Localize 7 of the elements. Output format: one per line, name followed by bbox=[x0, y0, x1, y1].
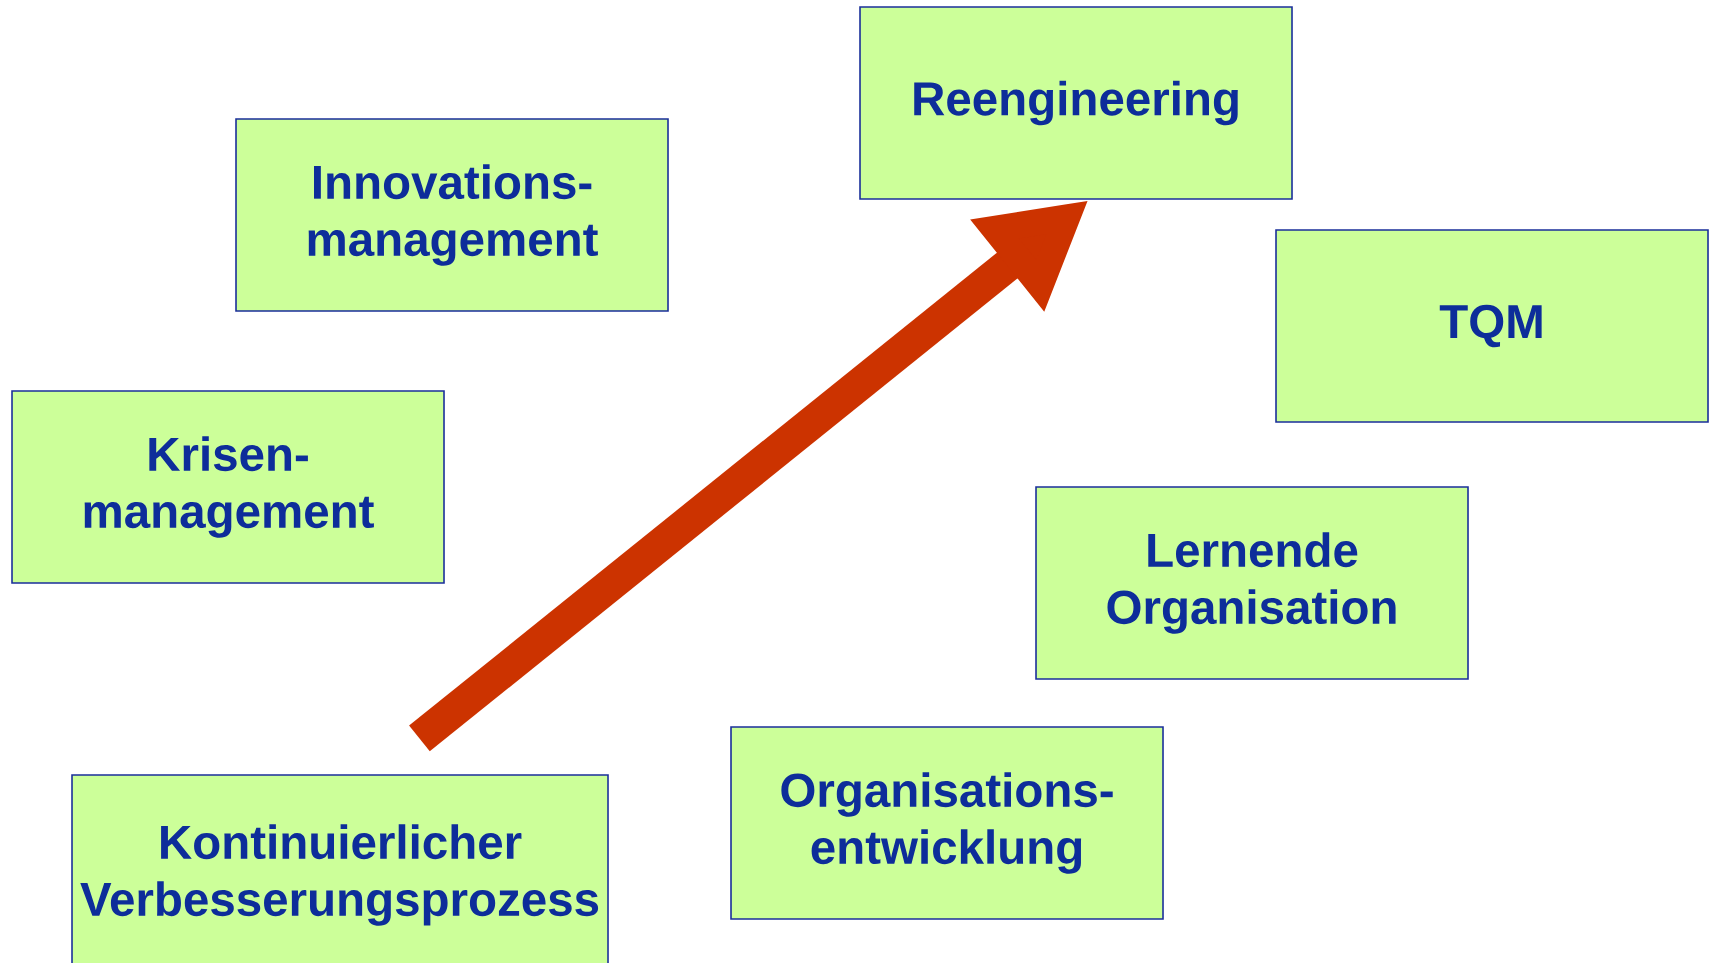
text-box: Reengineering bbox=[859, 6, 1293, 200]
text-box: Lernende Organisation bbox=[1035, 486, 1469, 680]
text-box: TQM bbox=[1275, 229, 1709, 423]
text-box: Organisations- entwicklung bbox=[730, 726, 1164, 920]
text-box: Kontinuierlicher Verbesserungsprozess bbox=[71, 774, 609, 963]
text-box: Innovations- management bbox=[235, 118, 669, 312]
text-box: Krisen- management bbox=[11, 390, 445, 584]
